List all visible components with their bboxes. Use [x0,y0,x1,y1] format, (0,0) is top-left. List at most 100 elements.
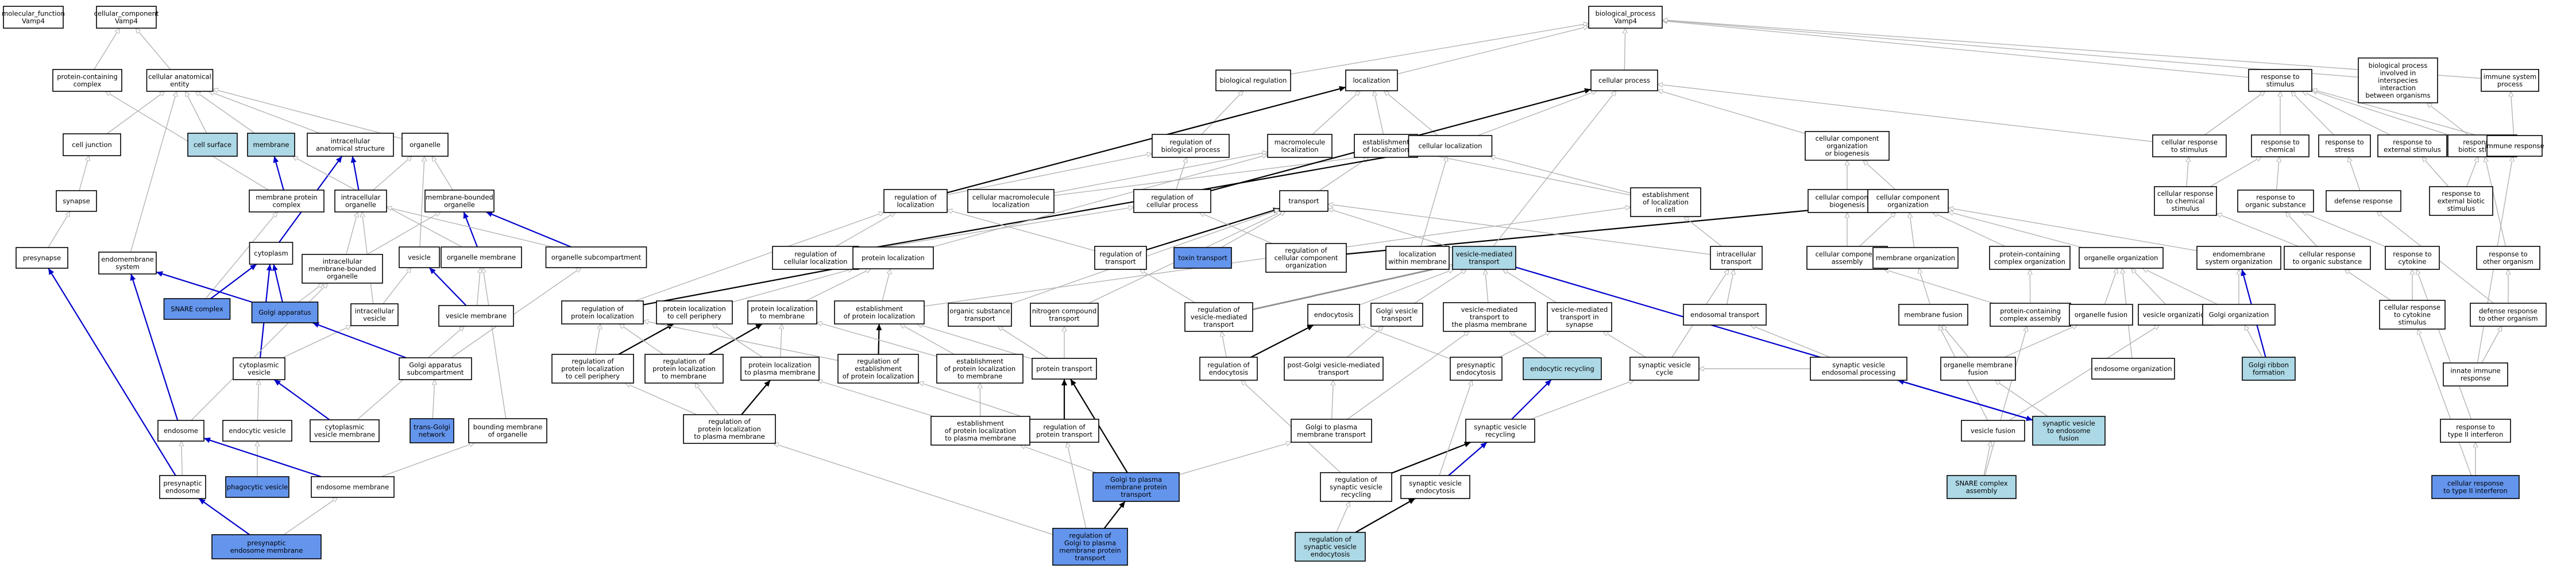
go-term-node[interactable]: membrane [247,133,295,157]
go-term-node[interactable]: cytoplasm [249,242,293,265]
go-term-node[interactable]: synapse [56,190,97,212]
go-term-node[interactable]: SNARE complex [163,298,231,320]
go-term-node[interactable]: endocytosis [1307,304,1360,326]
go-term-node[interactable]: endosomal transport [1683,304,1767,326]
go-term-node[interactable]: endosome organization [2091,358,2175,380]
go-term-node[interactable]: vesicle organization [2138,304,2214,326]
go-term-node[interactable]: endocytic vesicle [222,420,292,442]
go-term-node[interactable]: membrane organization [1872,247,1959,269]
go-term-node[interactable]: Golgi organization [2202,304,2276,326]
go-term-node[interactable]: cellular localization [1408,135,1493,157]
go-term-node[interactable]: organelle subcompartment [545,246,647,268]
go-term-node[interactable]: organelle organization [2079,247,2164,269]
go-term-node[interactable]: protein localization [852,246,934,269]
go-term-node[interactable]: Golgi apparatus [251,302,319,323]
go-term-node[interactable]: protein transport [1032,358,1097,380]
go-term-node[interactable]: organelle [401,133,449,157]
go-term-node[interactable]: organelle fusion [2069,304,2133,326]
go-term-node[interactable]: biological regulation [1215,69,1291,91]
go-term-node[interactable]: immune response [2485,135,2544,157]
go-term-node[interactable]: cell surface [187,133,238,157]
go-term-node[interactable]: endosome [157,420,204,442]
go-term-node[interactable]: vesicle [399,246,440,268]
go-term-node[interactable]: phagocytic vesicle [225,476,289,498]
go-term-node[interactable]: endosome membrane [311,476,395,498]
go-term-node[interactable]: endocytic recycling [1523,357,1602,380]
go-term-node[interactable]: cell junction [63,133,121,156]
go-term-node[interactable]: toxin transport [1173,247,1232,269]
go-term-node[interactable]: defense response [2326,190,2401,212]
go-term-node[interactable]: organelle membrane [441,246,522,268]
go-term-node[interactable]: cellular process [1590,69,1658,91]
